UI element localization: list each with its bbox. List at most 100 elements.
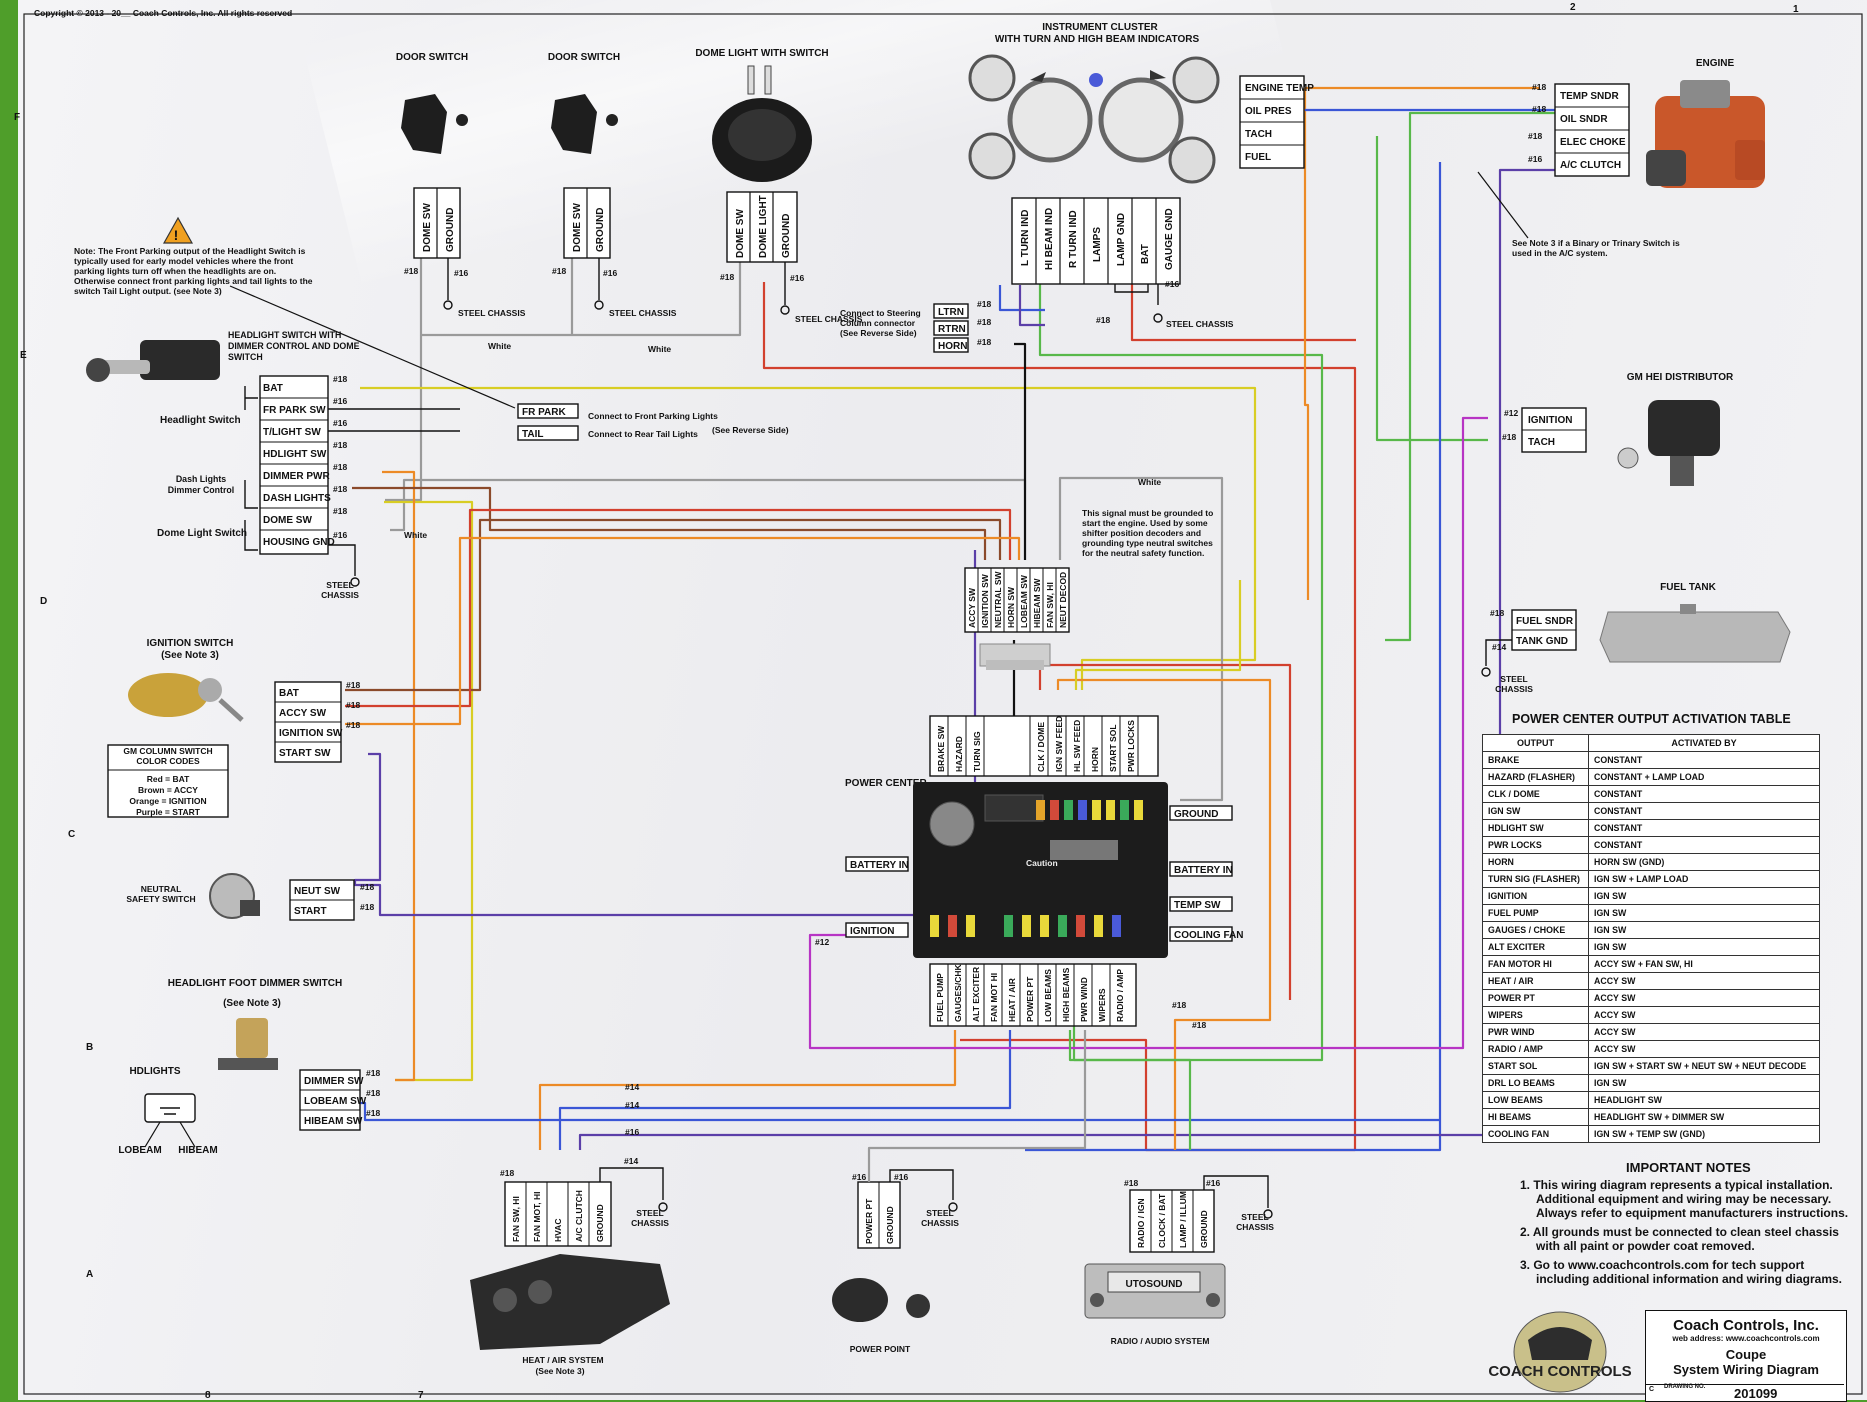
component-title: HEADLIGHT FOOT DIMMER SWITCH — [168, 978, 342, 989]
wire-gauge: #18 — [333, 506, 347, 516]
component-title: ENGINE — [1696, 58, 1735, 69]
group-label: Headlight Switch — [160, 415, 241, 426]
fuel-tank: FUEL TANK FUEL SNDR TANK GND #18 #14 STE… — [1481, 582, 1791, 694]
column-header: ACTIVATED BY — [1588, 734, 1820, 752]
ground-jumper — [1114, 284, 1149, 293]
output-cell: BRAKE — [1482, 751, 1589, 769]
wire-gauge: #18 — [1192, 1020, 1206, 1030]
wire-white-dome — [385, 335, 423, 502]
ground-wire — [889, 1169, 954, 1200]
pin-label: NEUT DECOD — [1058, 572, 1068, 628]
output-cell: FAN MOTOR HI — [1482, 955, 1589, 973]
component-title: INSTRUMENT CLUSTER — [1042, 22, 1158, 33]
dome-light: DOME LIGHT WITH SWITCH DOME SW DOME LIGH… — [695, 48, 862, 324]
wire-blue-hibeam — [354, 1101, 1440, 1122]
pin-label: GROUND — [1174, 809, 1218, 820]
wire-gauge: #18 — [404, 266, 418, 276]
pin-label: A/C CLUTCH — [1560, 160, 1621, 171]
column-label-bottom: 8 — [205, 1390, 211, 1400]
output-cell: HORN — [1482, 853, 1589, 871]
engine-note: See Note 3 if a Binary or Trinary Switch… — [1512, 238, 1680, 258]
drawing-title-line2: System Wiring Diagram — [1673, 1362, 1819, 1377]
pin-box — [1169, 861, 1233, 877]
wire-orange-temp — [1303, 88, 1310, 600]
wire-brown — [352, 486, 987, 560]
pin-label: LAMPS — [1092, 227, 1103, 262]
pin-label: FUEL PUMP — [935, 973, 945, 1022]
activated-by-cell: ACCY SW — [1588, 972, 1820, 990]
wire-gauge: #18 — [346, 680, 360, 690]
pin-label: FAN SW, HI — [511, 1196, 521, 1242]
ground-label: STEEL CHASSIS — [795, 314, 863, 324]
pin-box — [517, 425, 579, 441]
power-center-board — [913, 782, 1168, 958]
wire-yellow-dim — [384, 500, 474, 1082]
wire-black-horn — [1014, 342, 1027, 560]
group-bracket — [244, 520, 258, 551]
output-cell: DRL LO BEAMS — [1482, 1074, 1589, 1092]
pin-label: BRAKE SW — [936, 725, 946, 772]
pin-label: GAUGE GND — [1164, 208, 1175, 270]
output-cell: START SOL — [1482, 1057, 1589, 1075]
wire-red-feed — [1038, 663, 1292, 1000]
column-header: OUTPUT — [1482, 734, 1589, 752]
pin-label: BAT — [1140, 244, 1151, 264]
pin-label: BATTERY IN — [1174, 865, 1233, 876]
steering-note: Connect to Steering Column connector(See… — [840, 308, 921, 338]
ignition-switch-icon — [128, 673, 244, 722]
pin-label: FAN SW, HI — [1045, 582, 1055, 628]
wire-gray-ground — [1058, 476, 1224, 802]
wire-gauge: #16 — [625, 1127, 639, 1137]
wire-red-ign — [345, 508, 1012, 708]
component-title: DOOR SWITCH — [548, 52, 620, 63]
wire-gauge: #16 — [1206, 1178, 1220, 1188]
pin-label: HIBEAM SW — [304, 1116, 363, 1127]
pin-label: DOME SW — [572, 203, 583, 252]
pin-label: ALT EXCITER — [971, 967, 981, 1022]
activation-table-title: POWER CENTER OUTPUT ACTIVATION TABLE — [1512, 712, 1791, 726]
pin-box — [1169, 805, 1233, 821]
pin-label: RADIO / IGN — [1136, 1198, 1146, 1248]
pin-label: DIMMER SW — [304, 1076, 364, 1087]
wire-gauge: #18 — [1490, 608, 1504, 618]
headlight-connector — [259, 375, 329, 555]
decoder-note: This signal must be grounded to start th… — [1082, 508, 1214, 558]
drawing-frame — [23, 13, 1863, 1395]
pin-label: RADIO / AMP — [1115, 969, 1125, 1022]
hei-distributor: GM HEI DISTRIBUTOR IGNITION TACH #12 #18 — [1502, 372, 1734, 486]
wire-gauge: #12 — [815, 937, 829, 947]
company-web: web address: www.coachcontrols.com — [1672, 1334, 1820, 1343]
pin-label: NEUTRAL SW — [993, 571, 1003, 628]
pin-label: OIL SNDR — [1560, 114, 1608, 125]
wire-gauge: #16 — [1165, 279, 1179, 289]
activated-by-cell: IGN SW — [1588, 904, 1820, 922]
pin-label: START SOL — [1108, 724, 1118, 772]
note-item: 1. This wiring diagram represents a typi… — [1520, 1178, 1849, 1220]
pin-label: A/C CLUTCH — [574, 1190, 584, 1242]
pin-label: ACCY SW — [967, 587, 977, 628]
wire-harness — [345, 86, 1560, 1152]
ground-label: STEEL CHASSIS — [1495, 674, 1533, 694]
component-title: RADIO / AUDIO SYSTEM — [1111, 1336, 1210, 1346]
wire-gauge: #18 — [366, 1068, 380, 1078]
wire-label: White — [1138, 477, 1161, 487]
wire-gauge: #16 — [1528, 154, 1542, 164]
color-code-row: Brown = ACCY — [138, 785, 198, 795]
pin-label: GROUND — [1199, 1210, 1209, 1248]
company-name: Coach Controls, Inc. — [1673, 1317, 1819, 1334]
pin-box — [1169, 896, 1233, 912]
wire-gauge: #18 — [977, 299, 991, 309]
neutral-safety-switch: NEUTRAL SAFETY SWITCH NEUT SW START #18 … — [126, 873, 374, 921]
wire-gauge: #16 — [852, 1172, 866, 1182]
ground-icon — [1153, 313, 1163, 323]
